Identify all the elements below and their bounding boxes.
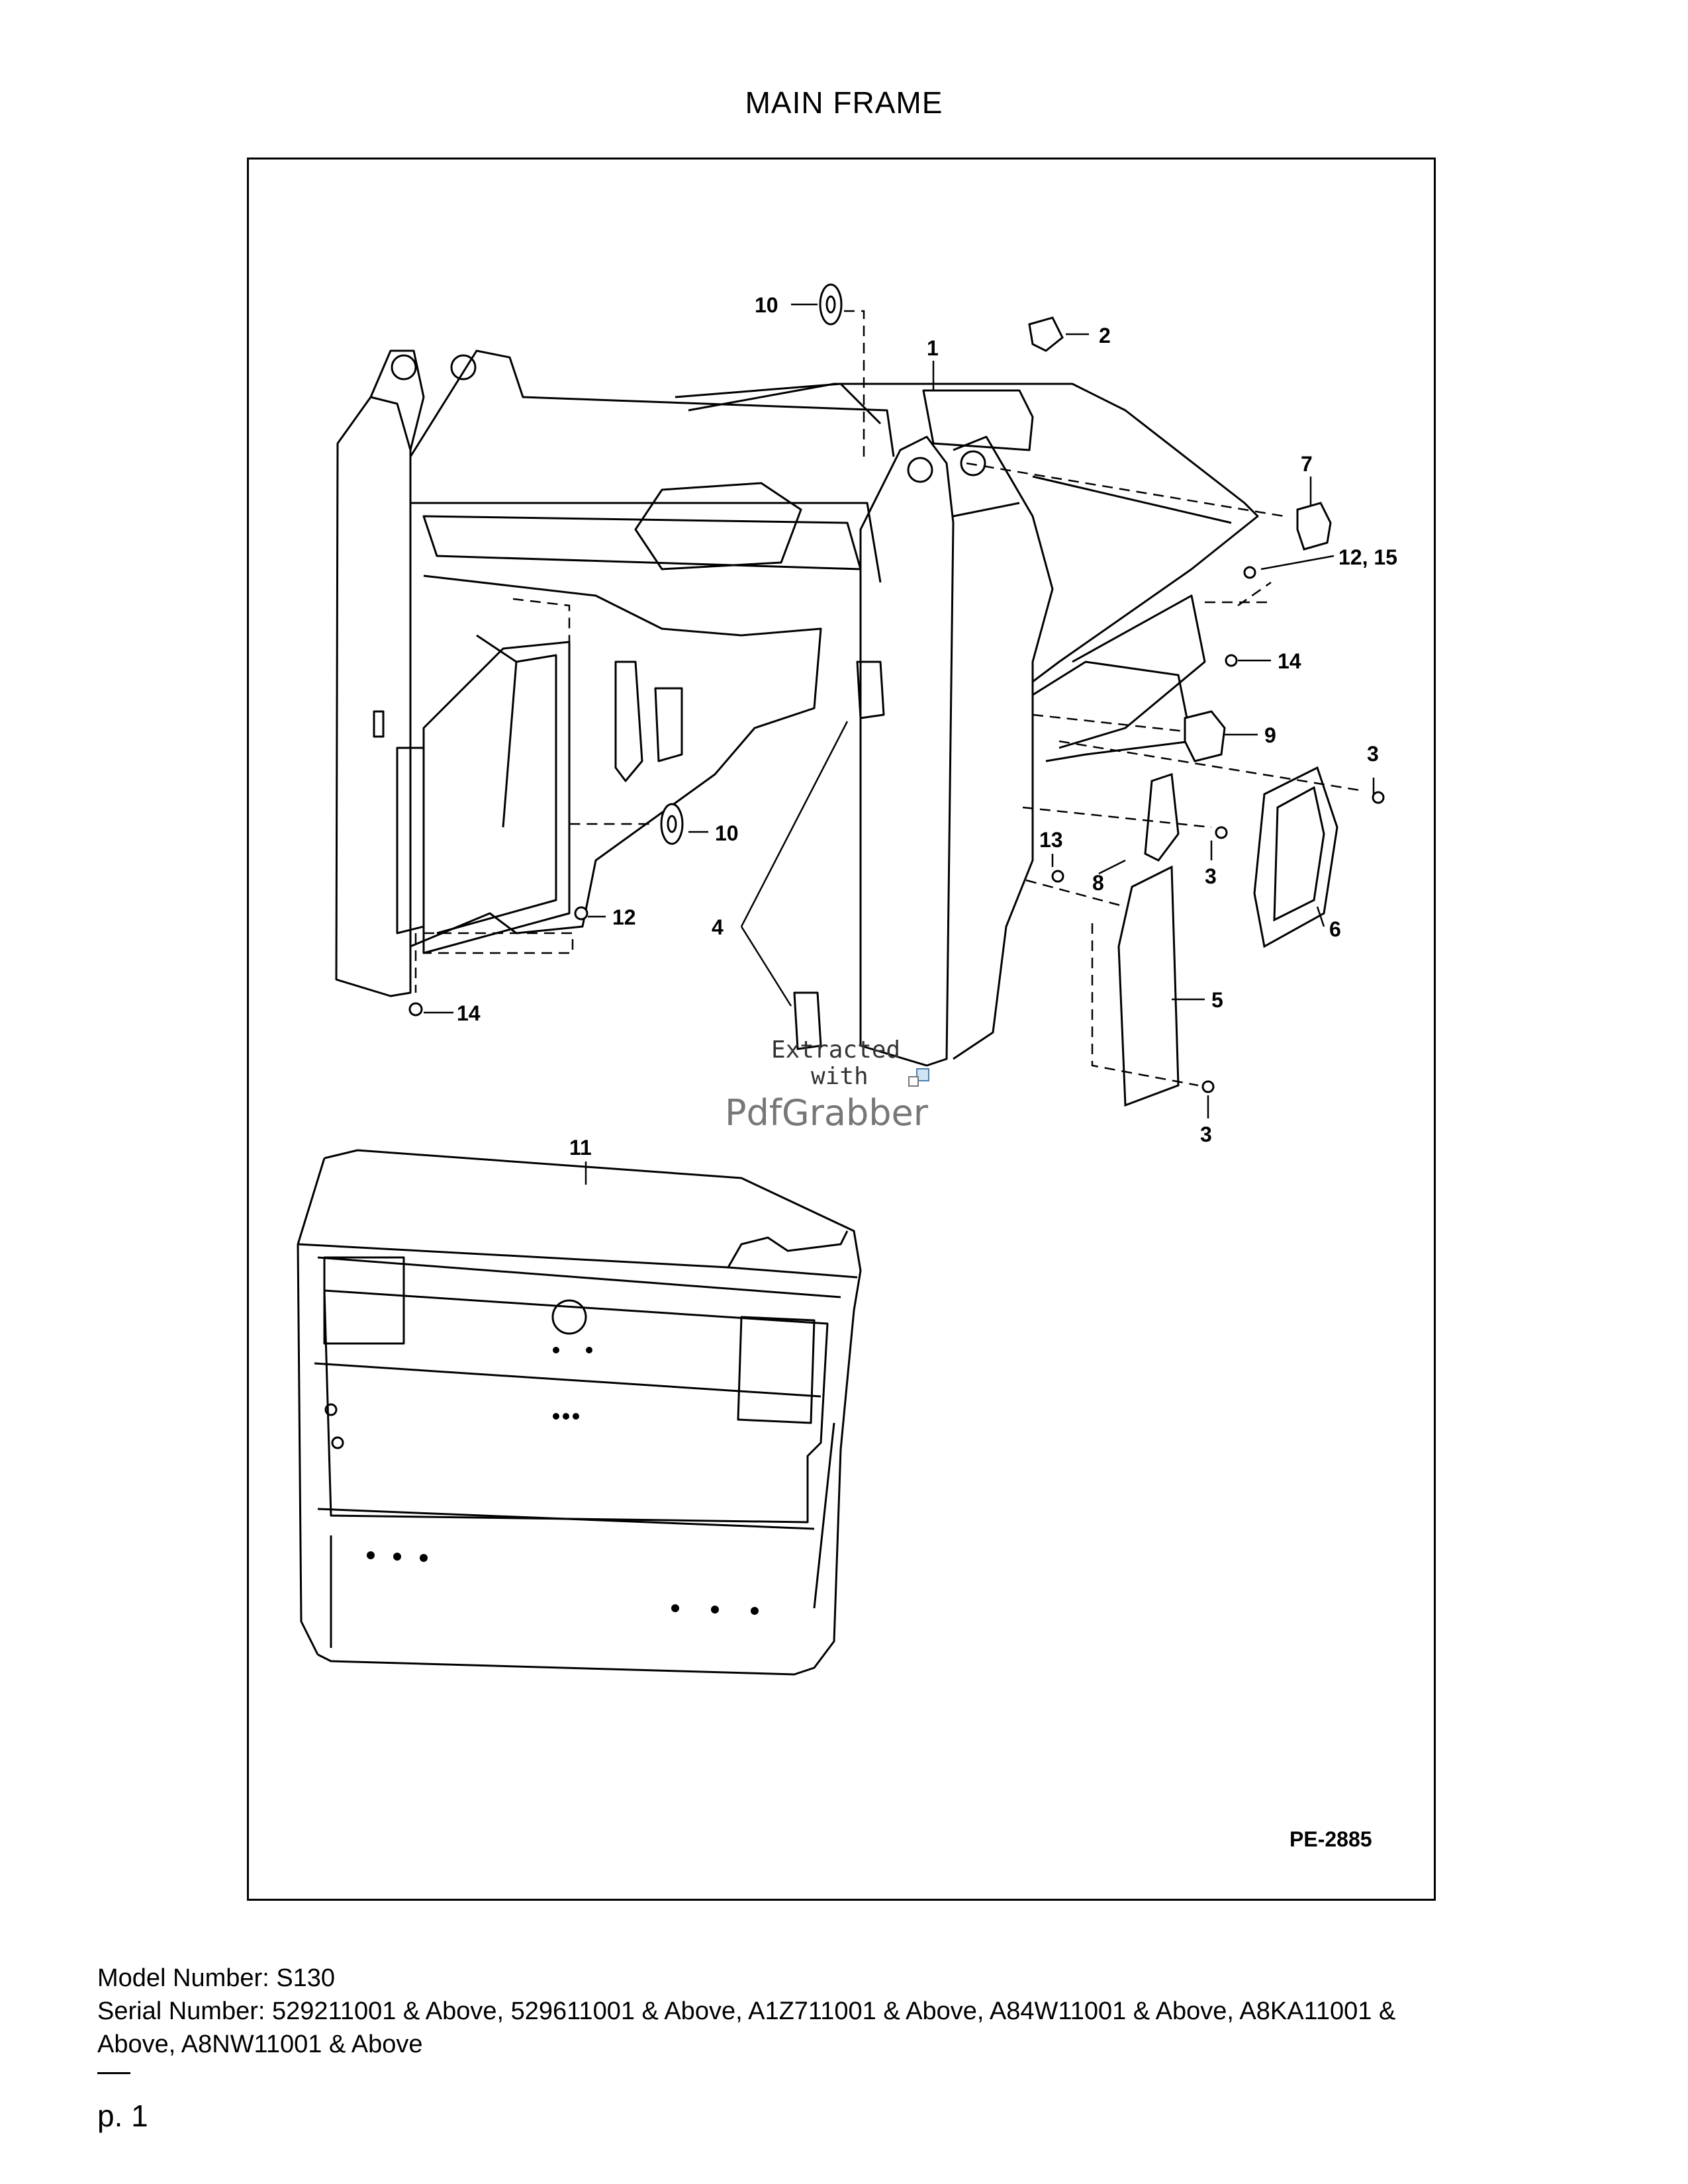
watermark-brand: PdfGrabber [725, 1092, 929, 1134]
diagram-frame [247, 158, 1436, 1901]
callout-3-lower: 3 [1200, 1122, 1212, 1146]
watermark-logo-icon [916, 1068, 929, 1081]
callout-3-upper: 3 [1367, 742, 1379, 766]
callout-5: 5 [1211, 988, 1223, 1012]
callout-12-15: 12, 15 [1338, 545, 1397, 569]
footer-rule [97, 2072, 130, 2074]
callout-12: 12 [612, 905, 636, 929]
model-number: Model Number: S130 [97, 1964, 336, 1992]
callout-13: 13 [1039, 828, 1063, 852]
serial-number-continued: Above, A8NW11001 & Above [97, 2030, 423, 2058]
page-number: p. 1 [97, 2099, 148, 2133]
page-title: MAIN FRAME [745, 85, 943, 120]
watermark: Extracted with PdfGrabber [725, 1036, 929, 1134]
callout-1: 1 [927, 336, 939, 360]
serial-number: Serial Number: 529211001 & Above, 529611… [97, 1997, 1396, 2025]
callout-8: 8 [1092, 871, 1104, 895]
callout-14-left: 14 [457, 1001, 481, 1025]
rear-panel [297, 1149, 862, 1676]
footer: Model Number: S130 Serial Number: 529211… [97, 1962, 1593, 2061]
callout-3-middle: 3 [1205, 864, 1217, 888]
drawing-reference-code: PE-2885 [1289, 1827, 1372, 1851]
callout-2: 2 [1099, 324, 1111, 347]
watermark-line1: Extracted [771, 1036, 900, 1064]
callout-6: 6 [1329, 917, 1341, 941]
callout-10-middle: 10 [715, 821, 739, 845]
callout-7: 7 [1301, 452, 1313, 476]
callout-4: 4 [712, 915, 724, 939]
callout-14-right: 14 [1278, 649, 1301, 673]
callout-9: 9 [1264, 723, 1276, 747]
callout-11: 11 [569, 1136, 592, 1160]
callout-10-top: 10 [755, 293, 778, 317]
watermark-line2: with [811, 1063, 868, 1090]
